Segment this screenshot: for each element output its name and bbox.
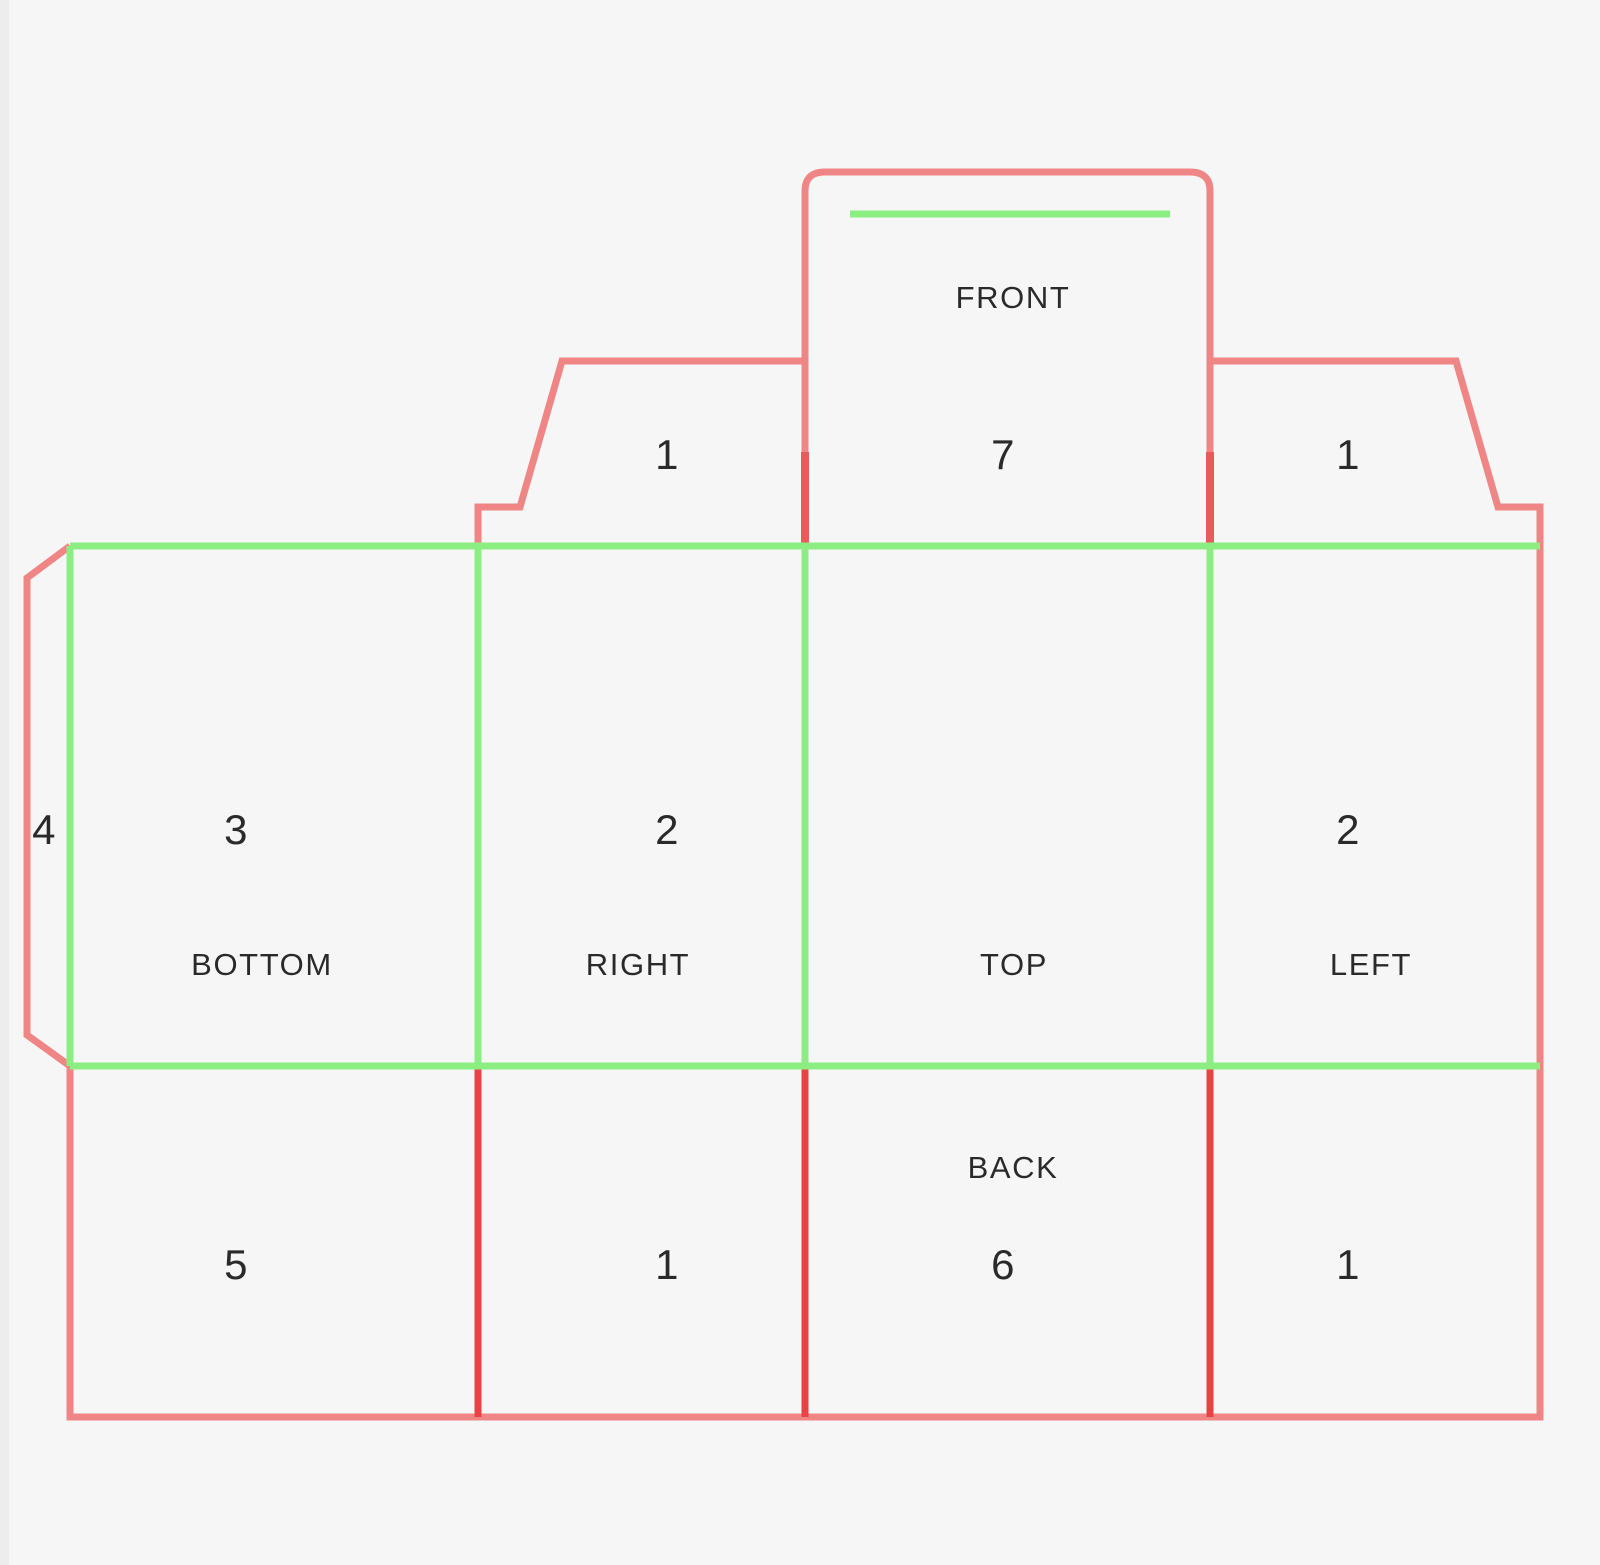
panel-label-front-name: FRONT — [955, 280, 1071, 315]
panel-label-bottom-flap-left-number: 5 — [224, 1241, 248, 1288]
panel-label-left-number: 2 — [1336, 806, 1360, 853]
panel-label-back-name: BACK — [967, 1150, 1059, 1185]
panel-label-back-number: 6 — [991, 1241, 1015, 1288]
panel-label-left-name: LEFT — [1329, 947, 1413, 982]
cut-path-dust-flap-upper-right — [1210, 357, 1544, 546]
cut-lines-strong-group — [474, 1066, 1214, 1417]
panel-label-bottom-flap-mid-number: 1 — [655, 1241, 679, 1288]
panel-label-right-name: RIGHT — [585, 947, 691, 982]
fold-lines-group — [66, 210, 1540, 1070]
panel-label-glue-tab-number: 4 — [32, 806, 56, 853]
panel-label-front-number: 7 — [991, 431, 1015, 478]
cut-path-tuck-flap — [801, 168, 1214, 214]
panel-label-bottom-flap-right-number: 1 — [1336, 1241, 1360, 1288]
cut-lines-front-accents-group — [801, 452, 1214, 546]
panel-label-bottom-name: BOTTOM — [191, 947, 333, 982]
panel-label-top-name: TOP — [980, 947, 1048, 982]
cut-path-dust-flap-upper-left — [474, 357, 805, 546]
panel-label-bottom-number: 3 — [224, 806, 248, 853]
cut-lines-group — [23, 168, 1544, 1421]
panel-label-dust-flap-upper-left-number: 1 — [655, 431, 679, 478]
cut-path-glue-tab — [23, 543, 73, 1069]
panel-label-right-number: 2 — [655, 806, 679, 853]
panel-label-dust-flap-upper-right-number: 1 — [1336, 431, 1360, 478]
